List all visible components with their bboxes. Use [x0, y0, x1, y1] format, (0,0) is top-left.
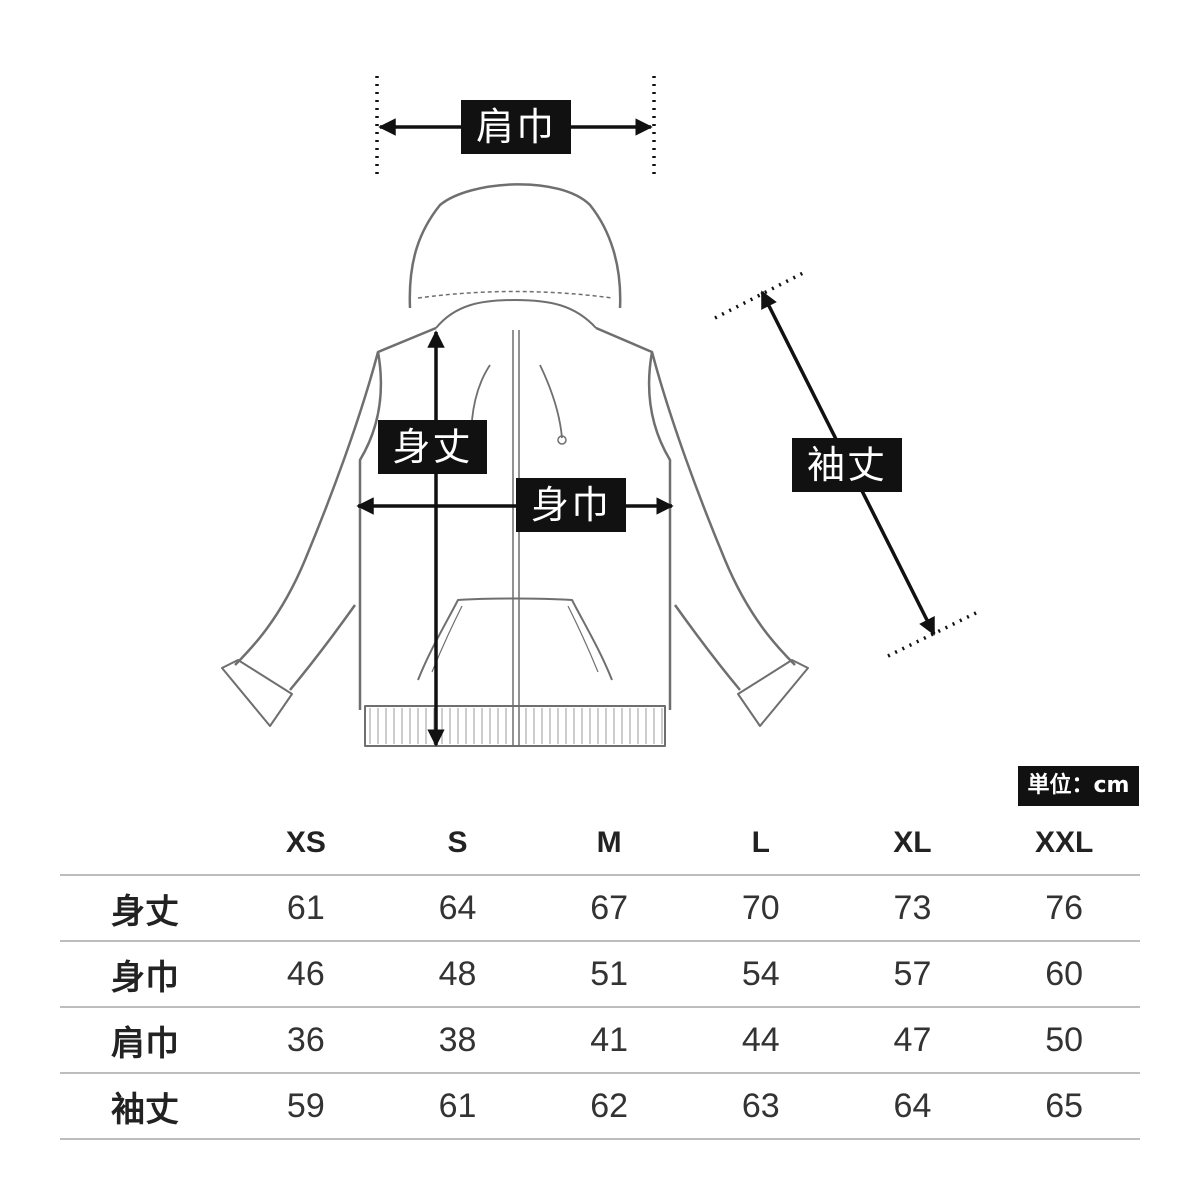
corner-cell [60, 812, 230, 876]
size-header: XL [836, 812, 989, 876]
size-header-row: XS S M L XL XXL [60, 812, 1140, 876]
table-cell: 51 [533, 941, 685, 1008]
size-header: M [533, 812, 685, 876]
size-header: L [684, 812, 837, 876]
table-cell: 48 [381, 941, 534, 1008]
row-label: 身巾 [60, 941, 230, 1008]
size-header: XS [230, 812, 382, 876]
table-row: 肩巾 36 38 41 44 47 50 [60, 1007, 1140, 1074]
label-body-width: 身巾 [516, 478, 626, 532]
table-cell: 46 [230, 941, 382, 1008]
table-cell: 70 [684, 875, 837, 942]
table-cell: 57 [836, 941, 989, 1008]
table-cell: 61 [230, 875, 382, 942]
hoodie-measurement-diagram: 肩巾 身丈 身巾 袖丈 [221, 76, 979, 747]
table-row: 身丈 61 64 67 70 73 76 [60, 875, 1140, 942]
row-label: 袖丈 [60, 1073, 230, 1140]
table-cell: 64 [381, 875, 534, 942]
table-row: 身巾 46 48 51 54 57 60 [60, 941, 1140, 1008]
table-row: 袖丈 59 61 62 63 64 65 [60, 1073, 1140, 1140]
row-label: 肩巾 [60, 1007, 230, 1074]
table-cell: 47 [836, 1007, 989, 1074]
table-cell: 67 [533, 875, 685, 942]
table-cell: 44 [684, 1007, 837, 1074]
table-cell: 36 [230, 1007, 382, 1074]
table-cell: 60 [988, 941, 1140, 1008]
table-cell: 62 [533, 1073, 685, 1140]
label-shoulder-width: 肩巾 [461, 100, 571, 154]
table-cell: 63 [684, 1073, 837, 1140]
table-cell: 73 [836, 875, 989, 942]
table-cell: 50 [988, 1007, 1140, 1074]
size-header: XXL [988, 812, 1140, 876]
unit-badge: 単位：cm [1018, 766, 1139, 806]
table-cell: 61 [381, 1073, 534, 1140]
table-cell: 41 [533, 1007, 685, 1074]
table-cell: 54 [684, 941, 837, 1008]
hoodie-zip-icon [221, 76, 979, 747]
label-sleeve-length: 袖丈 [792, 438, 902, 492]
size-table: XS S M L XL XXL 身丈 61 64 67 70 73 76 身巾 … [60, 812, 1140, 1140]
table-cell: 59 [230, 1073, 382, 1140]
table-cell: 65 [988, 1073, 1140, 1140]
row-label: 身丈 [60, 875, 230, 942]
table-cell: 76 [988, 875, 1140, 942]
table-cell: 38 [381, 1007, 534, 1074]
table-cell: 64 [836, 1073, 989, 1140]
size-header: S [381, 812, 534, 876]
label-body-length: 身丈 [378, 420, 487, 474]
